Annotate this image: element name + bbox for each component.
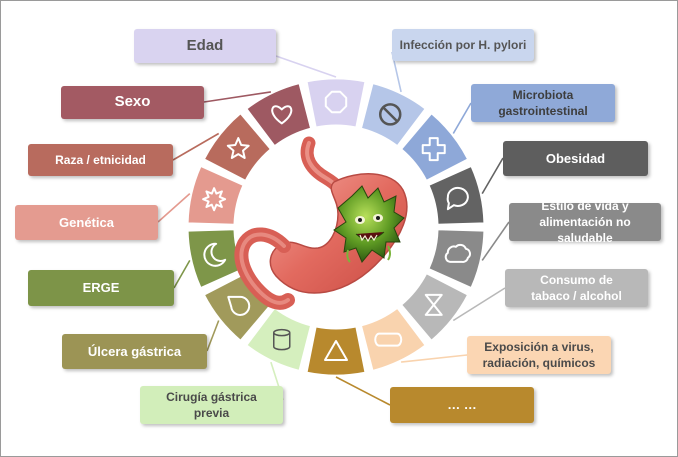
factor-box-genetica: Genética (15, 205, 158, 240)
connector-genetica (157, 193, 191, 223)
prohibited-icon (378, 103, 402, 126)
factor-box-cirugia: Cirugía gástrica previa (140, 386, 283, 424)
factor-box-ulcera: Úlcera gástrica (62, 334, 207, 369)
connector-sexo (203, 91, 272, 103)
tear-icon (227, 295, 251, 316)
heart-icon (271, 105, 293, 125)
connector-ulcera (206, 320, 220, 352)
ring-segment-hpylori (360, 83, 426, 147)
moon-icon (203, 242, 227, 267)
ring-segment-estilo (428, 229, 485, 289)
germ-monster-icon (333, 185, 405, 263)
ring-segment-cirugia (246, 307, 312, 371)
factor-box-otros: … … (390, 387, 534, 423)
scroll-icon (374, 332, 403, 347)
factor-box-obesidad: Obesidad (503, 141, 648, 176)
connector-erge (173, 260, 191, 289)
factor-box-raza: Raza / etnicidad (28, 144, 173, 176)
connector-tabaco (452, 287, 506, 322)
ring-segment-genetica (187, 165, 244, 225)
ring-segment-raza (203, 113, 271, 181)
connector-estilo (481, 221, 510, 261)
factor-label: Consumo de tabaco / alcohol (531, 272, 622, 303)
factor-label: Obesidad (545, 150, 606, 166)
star-icon (226, 137, 250, 159)
cloud-icon (444, 243, 471, 263)
connector-obesidad (481, 157, 504, 195)
factor-label: Estilo de vida y alimentación no saludab… (539, 198, 631, 246)
factor-box-tabaco: Consumo de tabaco / alcohol (505, 269, 648, 307)
ring-segment-sexo (246, 83, 312, 147)
factor-box-exposicion: Exposición a virus, radiación, químicos (467, 336, 611, 374)
factor-label: Exposición a virus, radiación, químicos (482, 339, 596, 370)
factor-label: … … (447, 397, 477, 413)
factor-label: Sexo (114, 93, 151, 111)
connector-exposicion (401, 354, 468, 363)
explosion-icon (202, 187, 227, 212)
factor-box-erge: ERGE (28, 270, 174, 306)
factor-box-sexo: Sexo (61, 86, 204, 119)
factor-label: Úlcera gástrica (87, 343, 182, 359)
ring-segment-obesidad (428, 165, 485, 225)
connector-raza (172, 132, 220, 161)
speech-bubble-icon (446, 186, 469, 211)
factor-label: Microbiota gastrointestinal (498, 87, 588, 118)
factor-label: Infección por H. pylori (399, 37, 527, 52)
octagon-icon (324, 90, 348, 114)
connector-edad (275, 55, 337, 78)
factor-box-microbiota: Microbiota gastrointestinal (471, 84, 615, 122)
triangle-icon (324, 340, 348, 361)
ring-segment-microbiota (401, 113, 469, 181)
factor-label: Genética (59, 214, 114, 230)
cross-icon (421, 137, 446, 162)
connector-otros (335, 376, 391, 406)
factor-label: ERGE (82, 280, 120, 296)
factor-box-edad: Edad (134, 29, 276, 63)
ring-segment-edad (306, 78, 366, 128)
hourglass-icon (424, 293, 443, 316)
ring-segment-exposicion (360, 307, 426, 371)
factor-box-estilo: Estilo de vida y alimentación no saludab… (509, 199, 661, 245)
duodenum (234, 227, 295, 310)
factor-label: Raza / etnicidad (55, 152, 146, 167)
ring-segment-otros (306, 326, 366, 376)
cylinder-icon (273, 328, 291, 351)
factor-label: Cirugía gástrica previa (166, 389, 257, 420)
factor-label: Edad (186, 36, 224, 54)
factor-box-hpylori: Infección por H. pylori (392, 29, 534, 61)
connector-microbiota (452, 102, 472, 134)
